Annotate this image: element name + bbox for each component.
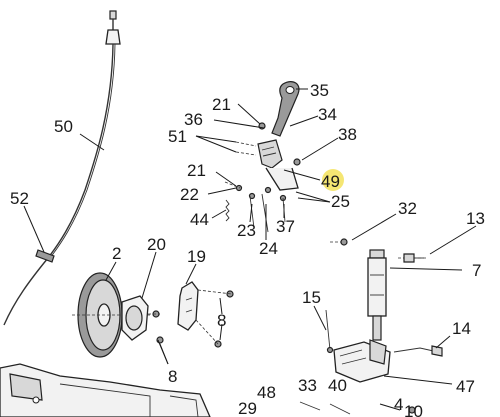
callout-35: 35	[310, 81, 329, 100]
callout-13: 13	[466, 209, 485, 228]
callout-40: 40	[328, 376, 347, 395]
control-cable	[3, 10, 121, 326]
shift-bracket-lower	[325, 309, 443, 383]
callout-36: 36	[184, 110, 203, 129]
cable-clip	[35, 249, 55, 263]
callout-32: 32	[398, 199, 417, 218]
gear-hub	[121, 295, 164, 344]
callout-44: 44	[190, 210, 209, 229]
bolts-right	[330, 238, 428, 263]
lower-hardware	[299, 401, 416, 415]
callout-21-mid: 21	[187, 161, 206, 180]
callout-22: 22	[180, 185, 199, 204]
callout-23: 23	[237, 221, 256, 240]
callout-34: 34	[318, 105, 337, 124]
drive-gear	[72, 272, 150, 358]
callout-33: 33	[298, 376, 317, 395]
callout-47: 47	[456, 377, 475, 396]
shift-shaft	[367, 249, 387, 341]
callout-2: 2	[112, 244, 121, 263]
leader-lines	[23, 88, 477, 411]
callout-20: 20	[147, 235, 166, 254]
callout-25: 25	[331, 192, 350, 211]
spring	[225, 199, 230, 222]
callout-24: 24	[259, 239, 278, 258]
callout-21-top: 21	[212, 95, 231, 114]
callout-48: 48	[257, 383, 276, 402]
callout-4: 4	[394, 395, 403, 414]
callout-29: 29	[238, 399, 257, 417]
callout-10: 10	[404, 402, 423, 417]
callout-51: 51	[168, 127, 187, 146]
callout-15: 15	[302, 288, 321, 307]
mounting-bracket	[177, 281, 234, 348]
highlight-marker	[322, 169, 344, 191]
callout-19: 19	[187, 247, 206, 266]
callout-labels: 50 52 2 20 19 8 8 35 21 36 34 51 38 21 4…	[10, 81, 485, 417]
callout-37: 37	[276, 217, 295, 236]
shift-bracket	[257, 139, 299, 191]
small-hardware-upper	[224, 122, 301, 202]
callout-52: 52	[10, 189, 29, 208]
callout-38: 38	[338, 125, 357, 144]
callout-14: 14	[452, 319, 471, 338]
callout-8-right: 8	[217, 311, 226, 330]
mower-frame	[0, 363, 211, 417]
callout-8-bottom: 8	[168, 367, 177, 386]
callout-50: 50	[54, 117, 73, 136]
shift-lever	[271, 81, 300, 137]
callout-49: 49	[321, 172, 340, 191]
callout-7: 7	[472, 261, 481, 280]
